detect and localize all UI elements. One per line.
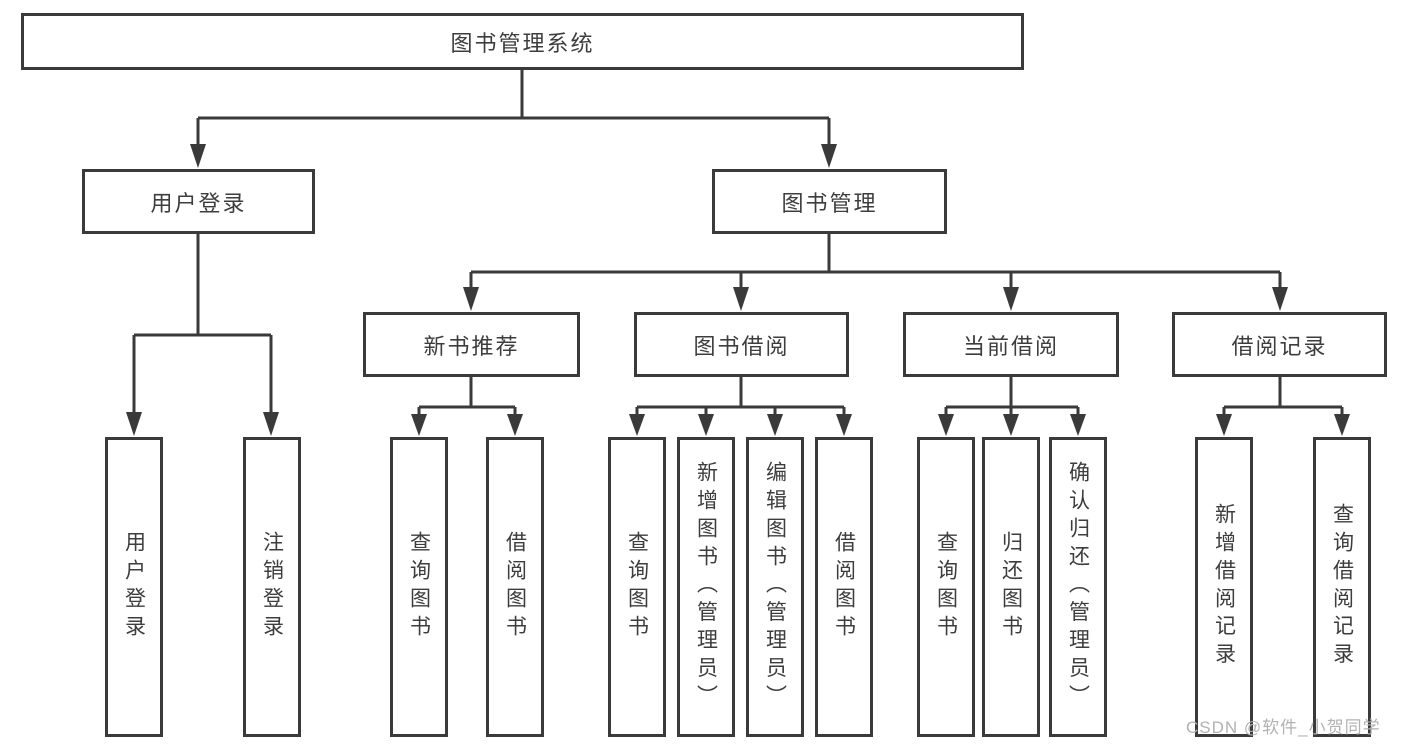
arrowhead-icon	[263, 412, 279, 436]
leaf-label: 查询图书	[407, 531, 431, 643]
arrowhead-icon	[126, 412, 142, 436]
leaf-label: 编辑图书（管理员）	[763, 461, 787, 713]
node-edit-books-admin: 编辑图书（管理员）	[746, 437, 804, 737]
node-query-borrow-record: 查询借阅记录	[1313, 437, 1371, 737]
node-confirm-return-admin: 确认归还（管理员）	[1049, 437, 1107, 737]
arrowhead-icon	[836, 414, 852, 436]
node-new-book-recommend: 新书推荐	[363, 312, 580, 377]
node-borrow-books-recommend: 借阅图书	[486, 437, 544, 737]
node-logout: 注销登录	[243, 437, 301, 737]
node-add-borrow-record: 新增借阅记录	[1195, 437, 1253, 737]
arrowhead-icon	[1334, 414, 1350, 436]
arrowhead-icon	[629, 414, 645, 436]
node-user-login-leaf: 用户登录	[105, 437, 163, 737]
arrowhead-icon	[938, 414, 954, 436]
arrowhead-icon	[1003, 414, 1019, 436]
arrowhead-icon	[767, 414, 783, 436]
arrowhead-icon	[507, 414, 523, 436]
connector-book-management-to-children	[469, 234, 1282, 288]
node-borrow-records: 借阅记录	[1172, 312, 1387, 377]
node-query-books-recommend: 查询图书	[390, 437, 448, 737]
node-add-books-admin: 新增图书（管理员）	[677, 437, 735, 737]
arrowheads	[126, 144, 1350, 436]
leaf-label: 新增借阅记录	[1212, 503, 1236, 671]
arrowhead-icon	[1070, 414, 1086, 436]
connector-borrow-records-to-children	[1222, 377, 1344, 415]
node-user-login: 用户登录	[82, 169, 315, 234]
node-current-borrow: 当前借阅	[903, 312, 1119, 377]
leaf-label: 用户登录	[122, 531, 146, 643]
connector-user-login-to-children	[132, 234, 273, 413]
leaf-label: 借阅图书	[503, 531, 527, 643]
arrowhead-icon	[411, 414, 427, 436]
arrowhead-icon	[463, 287, 479, 311]
connector-current-borrow-to-children	[944, 377, 1080, 415]
csdn-watermark: CSDN @软件_小贺同学	[1186, 718, 1381, 737]
arrowhead-icon	[190, 144, 206, 168]
arrowhead-icon	[1003, 287, 1019, 311]
leaf-label: 查询图书	[934, 531, 958, 643]
leaf-label: 借阅图书	[832, 531, 856, 643]
node-book-borrow: 图书借阅	[634, 312, 849, 377]
leaf-label: 确认归还（管理员）	[1066, 461, 1090, 713]
node-query-books-current: 查询图书	[917, 437, 975, 737]
arrowhead-icon	[1216, 414, 1232, 436]
connector-root-to-level2	[196, 69, 831, 145]
leaf-label: 查询图书	[625, 531, 649, 643]
arrowhead-icon	[821, 144, 837, 168]
leaf-label: 注销登录	[260, 531, 284, 643]
leaf-label: 归还图书	[999, 531, 1023, 643]
connector-book-borrow-to-children	[635, 377, 846, 415]
node-query-books-borrow: 查询图书	[608, 437, 666, 737]
arrowhead-icon	[1272, 287, 1288, 311]
node-borrow-books: 借阅图书	[815, 437, 873, 737]
node-library-system: 图书管理系统	[21, 13, 1024, 70]
connector-new-book-to-children	[417, 377, 517, 415]
node-return-books: 归还图书	[982, 437, 1040, 737]
arrowhead-icon	[698, 414, 714, 436]
leaf-label: 新增图书（管理员）	[694, 461, 718, 713]
node-book-management: 图书管理	[712, 169, 947, 234]
leaf-label: 查询借阅记录	[1330, 503, 1354, 671]
arrowhead-icon	[733, 287, 749, 311]
